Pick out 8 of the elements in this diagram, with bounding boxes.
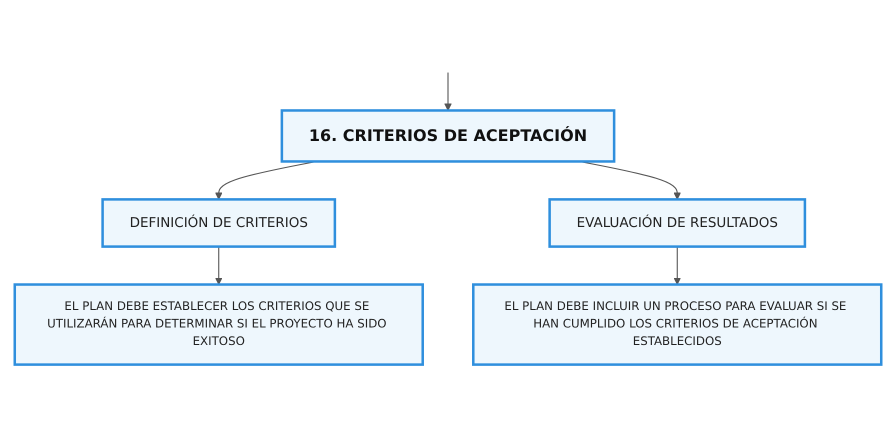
node-box: 16. CRITERIOS DE ACEPTACIÓN	[280, 110, 616, 164]
arrow	[674, 246, 681, 286]
node-box: DEFINICIÓN DE CRITERIOS	[101, 198, 336, 248]
node-box: EVALUACIÓN DE RESULTADOS	[548, 198, 806, 248]
arrow	[444, 72, 452, 112]
node-box: EL PLAN DEBE INCLUIR UN PROCESO PARA EVALUAR SI SE HAN CUMPLIDO LOS CRITERIOS DE ACEPTACIÓN ESTABLECIDOS	[472, 284, 882, 366]
node-box: EL PLAN DEBE ESTABLECER LOS CRITERIOS QUE SE UTILIZARÁN PARA DETERMINAR SI EL PROYECTO HA SIDO EXITOSO	[14, 284, 424, 366]
arrow	[215, 246, 222, 286]
